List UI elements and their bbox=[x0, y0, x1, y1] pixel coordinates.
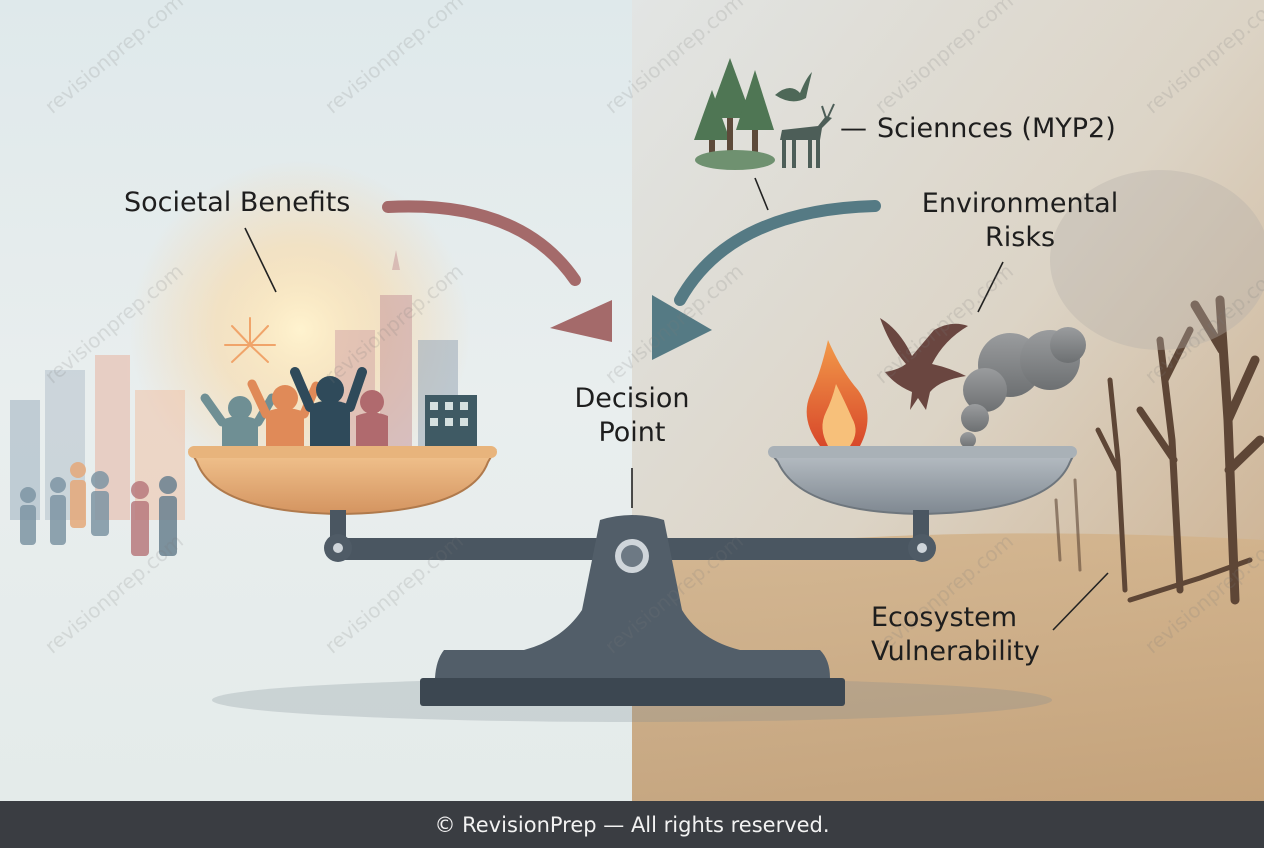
ecosystem-vulnerability-line2: Vulnerability bbox=[871, 636, 1040, 667]
dead-tree-icon bbox=[1054, 295, 1264, 605]
eagle-icon bbox=[880, 318, 968, 410]
decision-point-line2: Point bbox=[598, 417, 666, 448]
societal-arrowhead bbox=[550, 300, 612, 342]
sciences-leader-line bbox=[754, 177, 769, 211]
sciences-label: Sciennces (MYP2) bbox=[877, 113, 1116, 144]
copyright-footer: © RevisionPrep — All rights reserved. bbox=[0, 801, 1264, 848]
environmental-risks-line1: Environmental bbox=[921, 188, 1119, 219]
bird-icon bbox=[775, 72, 812, 102]
environment-arrow bbox=[674, 200, 881, 306]
decision-point-label: Decision Point bbox=[552, 382, 712, 450]
societal-arrow bbox=[382, 200, 581, 286]
fireworks-icon bbox=[224, 317, 276, 363]
environmental-risks-label: Environmental Risks bbox=[905, 187, 1135, 255]
tree-icon bbox=[694, 58, 775, 170]
smoke-icon bbox=[960, 327, 1086, 448]
ecosystem-vulnerability-line1: Ecosystem bbox=[871, 602, 1018, 633]
deer-icon bbox=[780, 103, 835, 168]
crowd-icon bbox=[20, 462, 177, 556]
decision-point-line1: Decision bbox=[574, 383, 690, 414]
risks-leader-line bbox=[977, 261, 1004, 313]
environmental-risks-line2: Risks bbox=[984, 222, 1056, 253]
societal-leader-line bbox=[244, 227, 277, 293]
copyright-text: © RevisionPrep — All rights reserved. bbox=[434, 812, 830, 837]
sciences-dash: — bbox=[840, 113, 867, 144]
ecosystem-vulnerability-label: Ecosystem Vulnerability bbox=[871, 601, 1040, 669]
balance-scale-icon bbox=[324, 510, 936, 706]
ecosystem-leader-line bbox=[1052, 572, 1109, 631]
right-ground bbox=[632, 533, 1264, 801]
haze bbox=[1050, 170, 1264, 350]
people-group-icon bbox=[200, 367, 477, 450]
environment-arrowhead bbox=[652, 295, 712, 360]
right-pan-rim bbox=[768, 446, 1077, 458]
societal-benefits-label: Societal Benefits bbox=[124, 187, 351, 218]
left-pan-rim bbox=[188, 446, 497, 458]
